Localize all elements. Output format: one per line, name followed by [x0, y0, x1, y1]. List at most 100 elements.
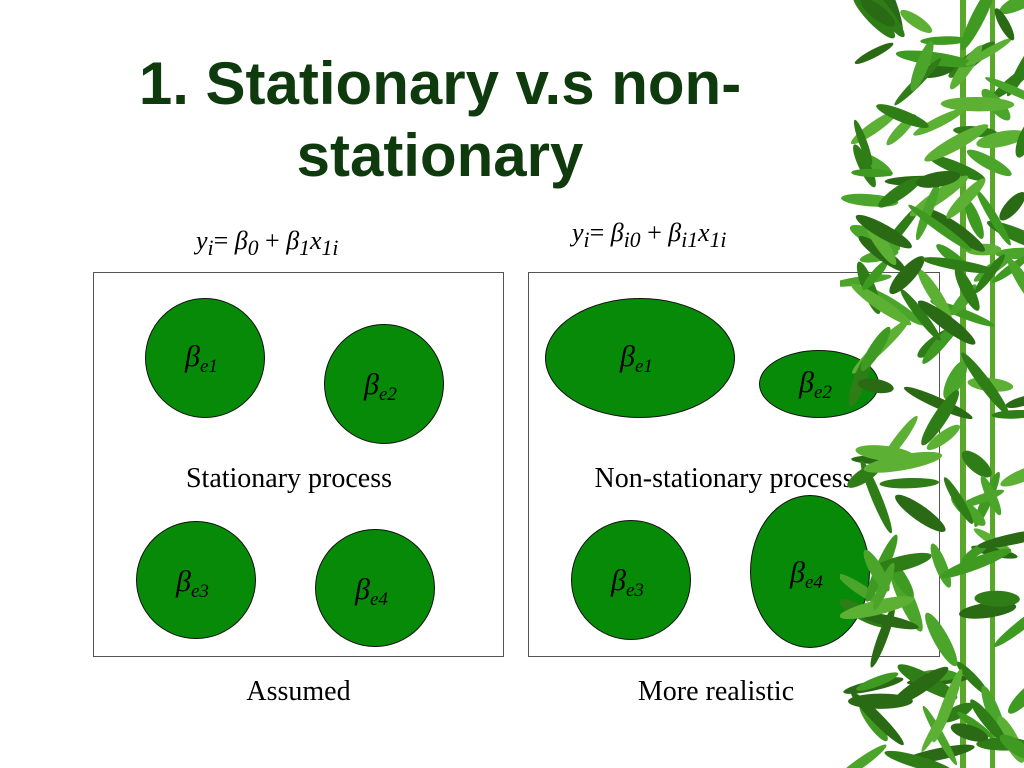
bamboo-leaf [921, 390, 960, 446]
bamboo-leaf [966, 149, 1012, 177]
bamboo-leaf [876, 104, 929, 129]
bamboo-leaf [915, 170, 961, 188]
bamboo-leaf [950, 723, 989, 742]
bamboo-leaf [1007, 257, 1024, 315]
bamboo-leaf [954, 267, 980, 311]
bamboo-leaf [889, 256, 925, 295]
beta-label-e2: βe2 [799, 366, 832, 403]
bamboo-leaf [855, 214, 912, 249]
bamboo-leaf [878, 176, 922, 208]
bamboo-leaf [854, 42, 894, 64]
beta-label-e3: βe3 [176, 565, 209, 602]
bamboo-leaf [879, 477, 940, 489]
bamboo-leaf [970, 699, 1007, 743]
bamboo-leaf [1000, 463, 1024, 487]
eq-beta1-sub: i1 [681, 228, 699, 253]
beta-label-e1: βe1 [620, 340, 653, 377]
beta-label-e1: βe1 [185, 340, 218, 377]
eq-y: y [572, 218, 584, 247]
bamboo-leaf [870, 606, 895, 668]
more-realistic-caption: More realistic [637, 676, 795, 707]
bamboo-leaf [977, 529, 1024, 549]
region-blob-e1 [145, 298, 265, 418]
bamboo-leaf [863, 451, 943, 473]
bamboo-leaf [860, 0, 896, 27]
beta-label-e3: βe3 [611, 564, 644, 601]
eq-y-sub: i [583, 228, 590, 253]
eq-x-sub: 1i [321, 236, 339, 261]
assumed-caption: Assumed [246, 676, 351, 707]
eq-plus: + [640, 218, 669, 247]
bamboo-leaf [856, 672, 899, 691]
bamboo-leaf [999, 192, 1024, 221]
region-blob-e2 [324, 324, 444, 444]
region-blob-e4 [750, 495, 870, 648]
bamboo-leaf [850, 691, 904, 746]
bamboo-decoration-icon [840, 0, 1024, 768]
bamboo-leaf [949, 45, 983, 90]
bamboo-leaf [940, 702, 974, 723]
bamboo-leaf [910, 40, 934, 92]
bamboo-leaf [921, 696, 955, 752]
eq-beta1-sub: 1 [299, 236, 310, 261]
bamboo-leaf [999, 734, 1024, 760]
bamboo-leaf [993, 598, 1024, 647]
bamboo-leaf [1006, 33, 1024, 97]
bamboo-leaf [943, 360, 968, 400]
bamboo-leaf [957, 711, 993, 738]
bamboo-leaf [917, 300, 976, 345]
bamboo-leaf [925, 612, 958, 667]
bamboo-leaf [913, 108, 965, 136]
bamboo-leaf [961, 450, 992, 478]
beta-label-e2: βe2 [364, 368, 397, 405]
bamboo-leaf [956, 661, 989, 695]
eq-x: x [309, 226, 322, 255]
bamboo-leaf [860, 326, 891, 372]
eq-y-sub: i [207, 236, 214, 261]
bamboo-leaf [884, 750, 954, 768]
bamboo-leaf [1005, 394, 1024, 408]
beta-label-e4: βe4 [355, 573, 388, 610]
region-blob-e3 [136, 521, 256, 639]
bamboo-leaf [974, 254, 1005, 294]
bamboo-leaf [946, 178, 986, 219]
eq-beta0-sub: i0 [623, 228, 641, 253]
bamboo-leaf [853, 119, 873, 166]
bamboo-leaf [999, 0, 1024, 15]
bamboo-leaf [850, 283, 912, 326]
eq-x: x [698, 218, 710, 247]
bamboo-leaf [870, 552, 932, 575]
bamboo-leaf [855, 445, 915, 462]
bamboo-leaf [976, 189, 1011, 246]
bamboo-leaf [840, 574, 885, 606]
bamboo-leaf [965, 38, 1012, 66]
bamboo-leaf [895, 50, 974, 68]
eq-x-sub: 1i [709, 228, 727, 253]
non-stationary-process-label: Non-stationary process [594, 463, 854, 494]
bamboo-leaf [872, 562, 895, 610]
eq-equals: = [589, 218, 611, 247]
bamboo-stalk [960, 0, 966, 768]
bamboo-leaf [915, 182, 940, 241]
eq-beta1: β [668, 218, 682, 247]
bamboo-leaf [900, 289, 941, 341]
bamboo-leaf [976, 130, 1024, 149]
bamboo-leaf [857, 378, 894, 394]
bamboo-leaf [890, 666, 949, 707]
region-blob-e4 [315, 529, 435, 647]
eq-beta0-sub: 0 [247, 236, 259, 261]
bamboo-leaf [908, 204, 972, 251]
right-equation: yi= βi0 + βi1x1i [572, 218, 726, 253]
bamboo-leaf [900, 9, 933, 34]
bamboo-leaf [960, 0, 997, 51]
bamboo-leaf [940, 97, 1015, 112]
bamboo-leaf [840, 744, 887, 768]
bamboo-leaf [928, 155, 986, 181]
bamboo-leaf [868, 288, 925, 326]
bamboo-leaf [964, 199, 984, 239]
bamboo-leaf [974, 590, 1020, 607]
bamboo-leaf [1015, 119, 1024, 158]
left-equation: yi= β0 + β1x1i [196, 226, 338, 261]
bamboo-leaf [980, 475, 1002, 516]
title-line-1: 1. Stationary v.s non- [138, 50, 742, 117]
